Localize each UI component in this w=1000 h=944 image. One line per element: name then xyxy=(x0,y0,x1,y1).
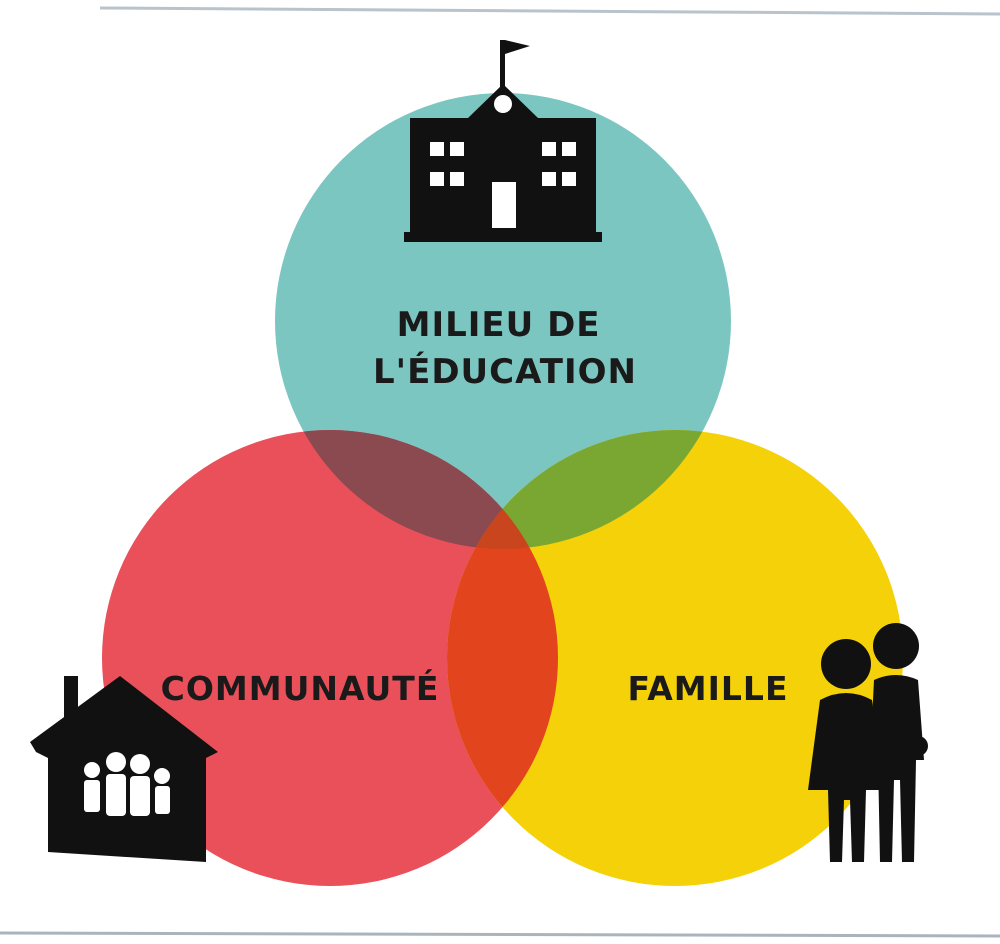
school-windows xyxy=(430,95,576,228)
circle-community xyxy=(102,430,558,886)
top-frame-line xyxy=(99,6,1000,16)
label-education: MILIEU DE L'ÉDUCATION xyxy=(373,305,637,392)
family-people-icon xyxy=(808,623,928,862)
house-with-family-icon xyxy=(30,676,218,862)
house-family-figures xyxy=(84,752,170,816)
circle-education xyxy=(275,93,731,549)
circle-family xyxy=(447,430,903,886)
label-community: COMMUNAUTÉ xyxy=(161,668,440,708)
label-education-line-2: L'ÉDUCATION xyxy=(373,351,637,392)
label-family: FAMILLE xyxy=(627,669,788,708)
label-education-line-1: MILIEU DE xyxy=(397,305,601,345)
bottom-frame-line xyxy=(0,931,1000,938)
